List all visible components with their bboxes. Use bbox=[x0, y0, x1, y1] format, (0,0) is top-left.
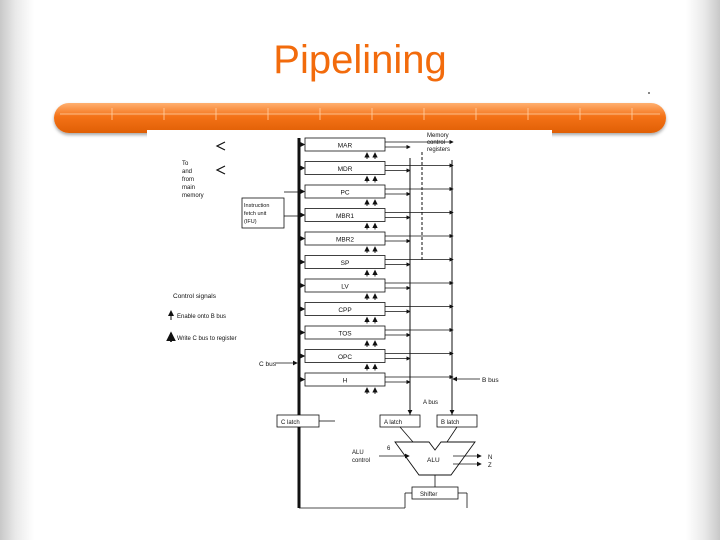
alu-z-label: Z bbox=[488, 463, 492, 469]
a-bus-label: A bus bbox=[423, 400, 438, 406]
mem-control-label-2: control bbox=[427, 140, 445, 146]
memory-label-5: memory bbox=[182, 193, 204, 199]
control-signals-label: Control signals bbox=[173, 293, 217, 300]
c-bus-label: C bus bbox=[259, 361, 277, 368]
register-label-tos: TOS bbox=[338, 331, 352, 338]
shifter-label: Shifter bbox=[420, 492, 437, 498]
register-label-lv: LV bbox=[341, 284, 349, 291]
enable-legend-label: Enable onto B bus bbox=[177, 314, 226, 320]
right-gradient-bar bbox=[686, 0, 720, 540]
mem-control-label-1: Memory bbox=[427, 133, 449, 139]
title-bar-ruling bbox=[60, 108, 660, 120]
memory-arrow-1 bbox=[215, 141, 226, 151]
register-label-sp: SP bbox=[341, 260, 350, 267]
register-label-mbr1: MBR1 bbox=[336, 213, 354, 220]
b-bus-label: B bus bbox=[482, 377, 499, 384]
memory-label-4: main bbox=[182, 185, 195, 191]
ifu-label-1: Instruction bbox=[244, 203, 269, 209]
register-label-opc: OPC bbox=[338, 354, 352, 361]
ifu-label-3: (IFU) bbox=[244, 219, 257, 225]
memory-arrow-2 bbox=[215, 165, 226, 175]
alu-control-label-2: control bbox=[352, 458, 370, 464]
memory-label-1: To bbox=[182, 161, 189, 167]
alu-label: ALU bbox=[427, 457, 440, 464]
slide-title: Pipelining bbox=[273, 38, 447, 82]
c-latch-label: C latch bbox=[281, 420, 300, 426]
alu-six-label: 6 bbox=[387, 446, 391, 452]
write-legend-label: Write C bus to register bbox=[177, 336, 237, 342]
alu-n-label: N bbox=[488, 455, 492, 461]
alu-in-a bbox=[399, 426, 414, 443]
left-gradient-bar bbox=[0, 0, 34, 540]
ifu-label-2: fetch unit bbox=[244, 211, 267, 217]
ifu-box bbox=[241, 197, 285, 229]
title-underline-bar bbox=[54, 103, 666, 133]
register-label-pc: PC bbox=[340, 190, 349, 197]
alu-control-label-1: ALU bbox=[352, 450, 364, 456]
register-label-cpp: CPP bbox=[338, 307, 351, 314]
alu-in-b bbox=[446, 426, 458, 443]
memory-label-2: and bbox=[182, 169, 192, 175]
register-label-mar: MAR bbox=[338, 143, 353, 150]
b-latch-label: B latch bbox=[441, 420, 459, 426]
memory-label-3: from bbox=[182, 177, 194, 183]
register-label-mbr2: MBR2 bbox=[336, 237, 354, 244]
alu-shape bbox=[394, 441, 476, 476]
decor-dot bbox=[648, 92, 650, 94]
mem-control-label-3: registers bbox=[427, 147, 450, 153]
register-label-mdr: MDR bbox=[338, 166, 353, 173]
a-latch-label: A latch bbox=[384, 420, 402, 426]
register-label-h: H bbox=[343, 378, 348, 385]
